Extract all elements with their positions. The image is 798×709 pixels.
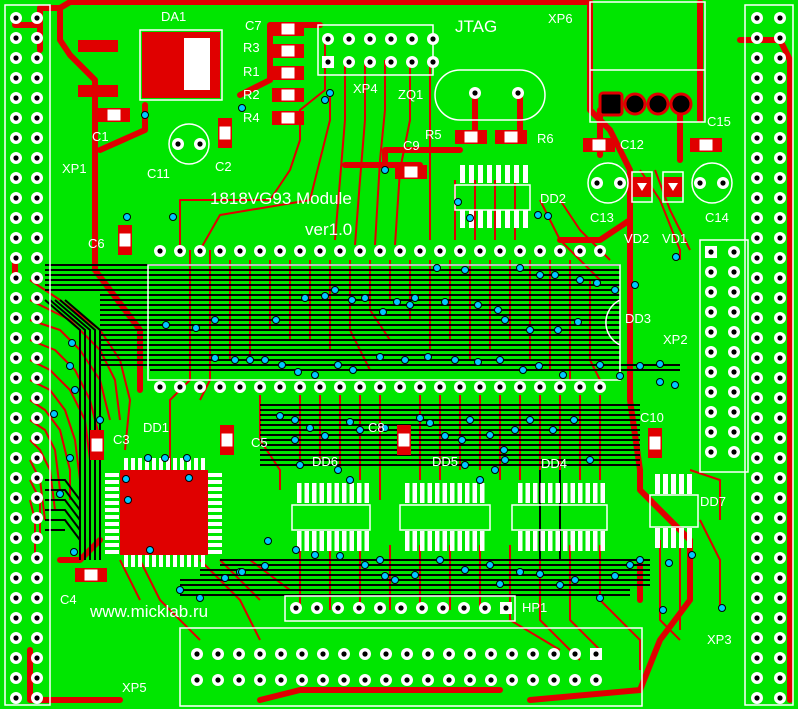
label-c12: C12 — [620, 137, 644, 152]
label-c7: C7 — [245, 18, 262, 33]
board-version: ver1.0 — [305, 220, 353, 239]
silkscreen-outlines — [4, 1, 794, 707]
label-c8: C8 — [368, 420, 385, 435]
board-website: www.micklab.ru — [90, 602, 209, 621]
label-xp4: XP4 — [353, 81, 378, 96]
vias — [50, 89, 726, 614]
label-xp2: XP2 — [663, 332, 688, 347]
label-xp3: XP3 — [707, 632, 732, 647]
label-c13: C13 — [590, 210, 614, 225]
label-dd6: DD6 — [312, 454, 339, 469]
label-vd1: VD1 — [662, 231, 688, 246]
label-dd2: DD2 — [540, 191, 567, 206]
through-hole-pins — [10, 12, 786, 704]
smd-ic-footprints — [105, 165, 692, 567]
smd-components — [75, 22, 722, 582]
label-c4: C4 — [60, 592, 77, 607]
label-c9: C9 — [403, 138, 420, 153]
label-c14: C14 — [705, 210, 729, 225]
da1-regulator — [78, 32, 220, 98]
label-dd4: DD4 — [541, 456, 568, 471]
label-c6: C6 — [88, 236, 105, 251]
label-c5: C5 — [251, 435, 268, 450]
label-dd1: DD1 — [143, 420, 170, 435]
label-xp5: XP5 — [122, 680, 147, 695]
label-da1: DA1 — [161, 9, 187, 24]
board-title: 1818VG93 Module — [210, 189, 352, 208]
bottom-layer-traces — [44, 264, 680, 596]
label-r4: R4 — [243, 110, 260, 125]
label-vd2: VD2 — [624, 231, 650, 246]
label-xp1: XP1 — [62, 161, 87, 176]
xp6-pads — [598, 91, 693, 117]
top-layer-traces — [12, 0, 793, 703]
label-dd3: DD3 — [625, 311, 652, 326]
label-c3: C3 — [113, 432, 130, 447]
label-c10: C10 — [640, 410, 664, 425]
label-jtag: JTAG — [455, 17, 498, 36]
label-c2: C2 — [215, 159, 232, 174]
label-c15: C15 — [707, 114, 731, 129]
label-c11: C11 — [147, 166, 170, 181]
label-c1: C1 — [92, 129, 109, 144]
label-hp1: HP1 — [522, 600, 548, 615]
label-zq1: ZQ1 — [398, 87, 424, 102]
dd1-qfp — [120, 470, 208, 555]
label-xp6: XP6 — [548, 11, 573, 26]
label-r5: R5 — [425, 127, 442, 142]
diodes — [633, 177, 682, 197]
label-r6: R6 — [537, 131, 554, 146]
label-r3: R3 — [243, 40, 260, 55]
label-r1: R1 — [243, 64, 260, 79]
label-dd7: DD7 — [700, 494, 727, 509]
label-r2: R2 — [243, 87, 260, 102]
label-dd5: DD5 — [432, 454, 459, 469]
